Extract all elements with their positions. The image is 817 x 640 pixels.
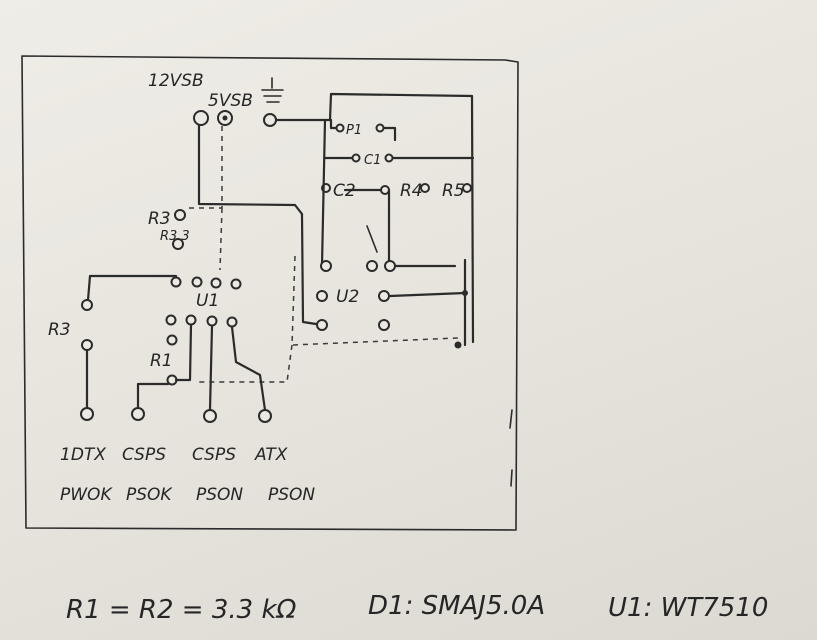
- pad-u1-2: [191, 276, 203, 288]
- label-12vsb: 12VSB: [148, 71, 204, 91]
- pad-u2-3: [384, 260, 396, 272]
- wire-5vsb: [188, 126, 223, 271]
- board-outline: [21, 55, 519, 531]
- wire-left-rail: [320, 118, 327, 267]
- pad-u1-7: [185, 314, 197, 326]
- legend-resistors: R1 = R2 = 3.3 kΩ: [66, 595, 297, 625]
- pad-r5: [462, 183, 472, 193]
- label-p1: P1: [346, 123, 362, 138]
- label-r5: R5: [442, 181, 465, 201]
- connector-pin-3: [203, 409, 217, 423]
- connector-pin-4: [258, 409, 272, 423]
- pad-u2-4: [316, 290, 328, 302]
- wire-dashed-loop: [195, 255, 459, 383]
- label-r3-left: R3: [48, 320, 71, 340]
- pin1-label-bottom: PWOK: [60, 485, 113, 505]
- legend-diode: D1: SMAJ5.0A: [368, 591, 545, 621]
- label-c1: C1: [364, 153, 381, 168]
- label-u2: U2: [336, 287, 359, 307]
- pad-c2-b: [380, 185, 390, 195]
- pad-r3-a: [174, 209, 186, 221]
- pad-5vsb-dot: [222, 115, 228, 121]
- node-bottom: [454, 341, 462, 349]
- wire-r3-left: [86, 274, 178, 302]
- pin2-label-top: CSPS: [122, 445, 166, 465]
- pad-u1-3: [210, 277, 222, 289]
- label-r1: R1: [150, 351, 173, 371]
- pin3-label-bottom: PSON: [196, 485, 243, 505]
- ground-symbol: [261, 77, 284, 103]
- pad-u2-5: [378, 290, 390, 302]
- pad-u1-8: [165, 314, 177, 326]
- pin4-label-top: ATX: [254, 445, 288, 465]
- pad-u1-1: [170, 276, 182, 288]
- pad-c1-b: [384, 153, 394, 163]
- connector-pin-2: [131, 407, 145, 421]
- stray-mark: [366, 225, 513, 487]
- wire-12vsb: [197, 123, 318, 326]
- wire-c2: [343, 188, 391, 267]
- pad-u2-1: [320, 260, 332, 272]
- pad-u2-7: [378, 319, 390, 331]
- pad-p1-b: [375, 123, 385, 133]
- label-u1: U1: [196, 291, 219, 311]
- pin4-label-bottom: PSON: [268, 485, 315, 505]
- wire-pin4: [230, 325, 267, 412]
- pad-r3l-a: [81, 299, 93, 311]
- pad-u1-5: [226, 316, 238, 328]
- pad-gnd: [263, 113, 277, 127]
- wire-gnd-rail: [274, 92, 475, 344]
- pad-r1-a: [166, 334, 178, 346]
- pad-r3-b: [172, 238, 184, 250]
- pad-c1-a: [351, 153, 361, 163]
- connector-pin-1: [80, 407, 94, 421]
- pad-12vsb: [193, 110, 209, 126]
- node-rail: [462, 290, 468, 296]
- pad-u1-6: [206, 315, 218, 327]
- wire-u2-rail: [388, 258, 467, 347]
- pad-u2-2: [366, 260, 378, 272]
- pad-r3l-b: [81, 339, 93, 351]
- pin2-label-bottom: PSOK: [126, 485, 173, 505]
- pad-p1-a: [335, 123, 345, 133]
- pad-u2-6: [316, 319, 328, 331]
- pin1-label-top: 1DTX: [60, 445, 106, 465]
- wire-pin2: [136, 323, 193, 412]
- legend-ic: U1: WT7510: [608, 593, 768, 623]
- label-c2: C2: [333, 181, 356, 201]
- label-r3-val: R3.3: [160, 229, 190, 244]
- pad-u1-4: [230, 278, 242, 290]
- pin3-label-top: CSPS: [192, 445, 236, 465]
- label-5vsb: 5VSB: [208, 91, 253, 111]
- label-r4: R4: [400, 181, 423, 201]
- label-r3-top: R3: [148, 209, 171, 229]
- pad-r4: [420, 183, 430, 193]
- wire-pin3: [208, 324, 214, 412]
